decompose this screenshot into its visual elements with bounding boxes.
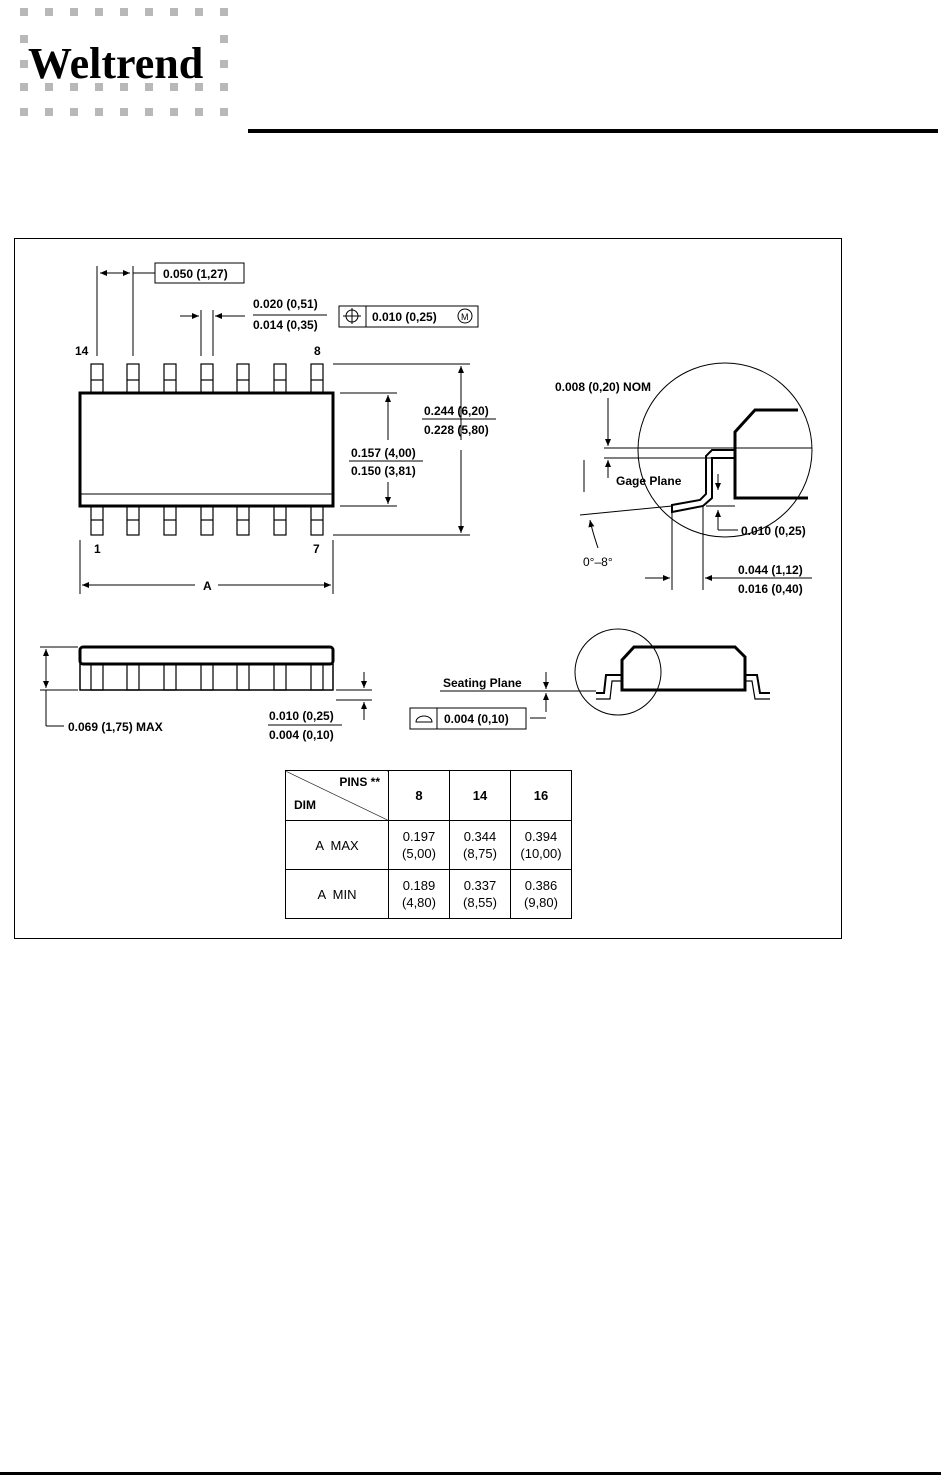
height-max-label: 0.069 (1,75) MAX	[68, 720, 163, 734]
body-width-max: 0.157 (4,00)	[351, 446, 416, 460]
table-row-amax: A MAX 0.197(5,00) 0.344(8,75) 0.394(10,0…	[285, 820, 572, 870]
bottom-pins	[90, 505, 324, 536]
detail-circle-gage	[637, 362, 813, 538]
table-header-14: 14	[449, 770, 511, 821]
table-header-16: 16	[510, 770, 572, 821]
table-corner-dim: DIM	[294, 798, 316, 812]
pitch-label: 0.050 (1,27)	[163, 267, 228, 281]
table-header-8: 8	[388, 770, 450, 821]
table-cell: 0.386(9,80)	[510, 869, 572, 919]
top-pins	[90, 363, 324, 394]
table-corner-pins: PINS **	[339, 775, 380, 789]
pin-14-label: 14	[75, 344, 89, 358]
overall-width-max: 0.244 (6,20)	[424, 404, 489, 418]
foot-length-max: 0.044 (1,12)	[738, 563, 803, 577]
gage-plane-label: Gage Plane	[616, 474, 682, 488]
table-row-label: A MIN	[285, 869, 389, 919]
gage-offset-label: 0.010 (0,25)	[741, 524, 806, 538]
coplanarity-label: 0.004 (0,10)	[444, 712, 509, 726]
lead-width-min: 0.014 (0,35)	[253, 318, 318, 332]
pin-1-label: 1	[94, 542, 101, 556]
pin-7-label: 7	[313, 542, 320, 556]
seating-detail-circle	[574, 628, 662, 716]
table-corner: PINS ** DIM	[285, 770, 389, 821]
table-cell: 0.337(8,55)	[449, 869, 511, 919]
overall-width-min: 0.228 (5,80)	[424, 423, 489, 437]
drawing-frame	[14, 238, 842, 939]
standoff-max: 0.010 (0,25)	[269, 709, 334, 723]
pin-8-label: 8	[314, 344, 321, 358]
length-a-label: A	[203, 579, 212, 593]
body-width-min: 0.150 (3,81)	[351, 464, 416, 478]
table-row-label: A MAX	[285, 820, 389, 870]
top-view-body	[78, 391, 335, 508]
lead-width-max: 0.020 (0,51)	[253, 297, 318, 311]
foot-length-min: 0.016 (0,40)	[738, 582, 803, 596]
table-cell: 0.344(8,75)	[449, 820, 511, 870]
svg-text:Weltrend: Weltrend	[28, 39, 203, 88]
weltrend-logo: Weltrend Weltrend	[20, 8, 228, 116]
angle-label: 0°–8°	[583, 555, 613, 569]
gage-nom-label: 0.008 (0,20) NOM	[555, 380, 651, 394]
standoff-min: 0.004 (0,10)	[269, 728, 334, 742]
table-cell: 0.197(5,00)	[388, 820, 450, 870]
footer-rule	[0, 1472, 941, 1475]
modifier-symbol: M	[461, 312, 469, 322]
table-cell: 0.189(4,80)	[388, 869, 450, 919]
table-row-amin: A MIN 0.189(4,80) 0.337(8,55) 0.386(9,80…	[285, 869, 572, 919]
dimension-table: PINS ** DIM 8 14 16 A MAX 0.197(5,00) 0.…	[285, 770, 572, 919]
position-tolerance: 0.010 (0,25)	[372, 310, 437, 324]
side-view-body	[78, 645, 335, 666]
table-cell: 0.394(10,00)	[510, 820, 572, 870]
header-rule	[248, 129, 938, 133]
svg-text:Weltrend: Weltrend	[28, 39, 203, 88]
seating-plane-label: Seating Plane	[443, 676, 522, 690]
